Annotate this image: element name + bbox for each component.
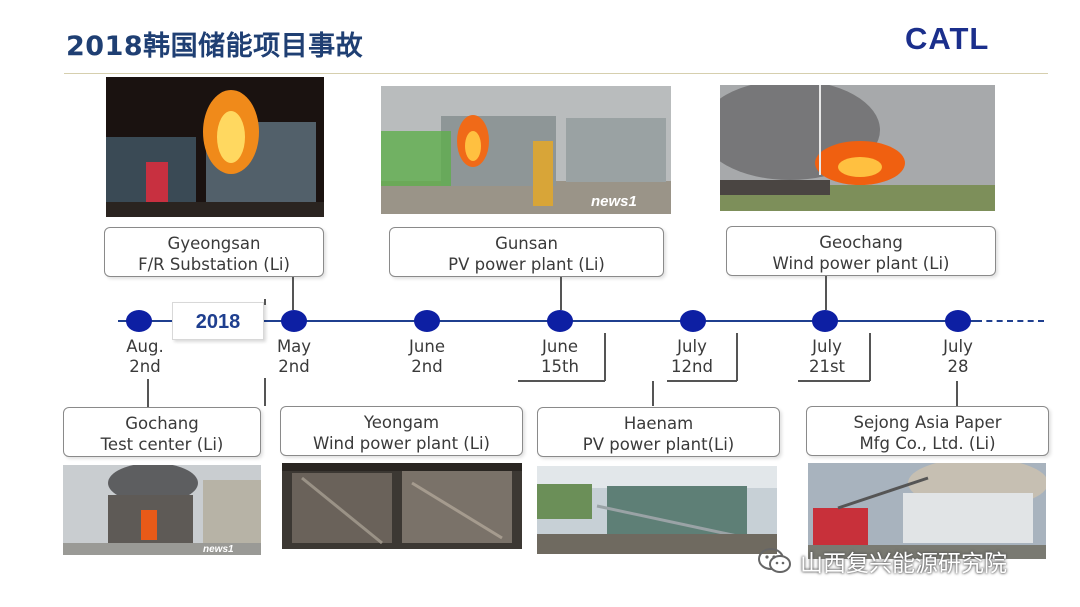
bracket-june-15th bbox=[518, 380, 605, 382]
timeline-dot-may-2nd bbox=[281, 310, 307, 332]
bracket-july-12nd-side bbox=[736, 333, 738, 381]
timeline-continuation bbox=[976, 320, 1044, 322]
connector-geochang bbox=[825, 276, 827, 310]
catl-logo: CATL bbox=[905, 21, 1025, 56]
timeline-dot-july-21st bbox=[812, 310, 838, 332]
watermark-text: 山西复兴能源研究院 bbox=[800, 551, 1007, 577]
svg-text:news1: news1 bbox=[591, 193, 637, 210]
connector-haenam bbox=[652, 381, 654, 406]
date-label: July 21st bbox=[808, 337, 846, 376]
label-gunsan: Gunsan PV power plant (Li) bbox=[389, 227, 664, 277]
date-label: July 28 bbox=[943, 337, 973, 376]
bracket-july-21st-side bbox=[869, 333, 871, 381]
date-label: July 12nd bbox=[671, 337, 713, 376]
connector-yeongam-arm bbox=[264, 299, 266, 305]
bracket-july-21st bbox=[798, 380, 870, 382]
connector-yeongam bbox=[264, 378, 266, 406]
label-sejong: Sejong Asia Paper Mfg Co., Ltd. (Li) bbox=[806, 406, 1049, 456]
slide-title: 2018韩国储能项目事故 bbox=[66, 31, 364, 62]
connector-gyeongsan bbox=[292, 277, 294, 310]
wechat-icon bbox=[758, 548, 791, 573]
label-haenam: Haenam PV power plant(Li) bbox=[537, 407, 780, 457]
photo-sejong-fire bbox=[808, 463, 1046, 559]
photo-yeongam-damage bbox=[282, 463, 522, 549]
svg-text:CATL: CATL bbox=[905, 22, 989, 54]
photo-gochang-fire: news1 bbox=[63, 465, 261, 555]
connector-gunsan bbox=[560, 277, 562, 310]
label-gyeongsan: Gyeongsan F/R Substation (Li) bbox=[104, 227, 324, 277]
date-label: May 2nd bbox=[276, 337, 312, 376]
svg-text:news1: news1 bbox=[203, 544, 234, 555]
watermark: 山西复兴能源研究院 bbox=[758, 545, 1007, 577]
label-gochang: Gochang Test center (Li) bbox=[63, 407, 261, 457]
label-geochang: Geochang Wind power plant (Li) bbox=[726, 226, 996, 276]
timeline-dot-aug-2nd bbox=[126, 310, 152, 332]
header-divider bbox=[64, 73, 1048, 74]
photo-geochang-fire bbox=[720, 85, 995, 211]
photo-gunsan-fire: news1 bbox=[381, 86, 671, 214]
date-label: Aug. 2nd bbox=[126, 337, 164, 376]
bracket-june-15th-side bbox=[604, 333, 606, 381]
photo-haenam-damage bbox=[537, 466, 777, 554]
timeline-dot-june-15th bbox=[547, 310, 573, 332]
date-label: June 15th bbox=[541, 337, 579, 376]
year-label: 2018 bbox=[172, 302, 264, 340]
connector-sejong bbox=[956, 381, 958, 406]
photo-gyeongsan-fire bbox=[106, 77, 324, 217]
timeline-dot-july-12nd bbox=[680, 310, 706, 332]
timeline-dot-july-28 bbox=[945, 310, 971, 332]
connector-gochang bbox=[147, 379, 149, 407]
bracket-july-12nd bbox=[667, 380, 737, 382]
date-label: June 2nd bbox=[409, 337, 445, 376]
timeline-dot-june-2nd bbox=[414, 310, 440, 332]
label-yeongam: Yeongam Wind power plant (Li) bbox=[280, 406, 523, 456]
